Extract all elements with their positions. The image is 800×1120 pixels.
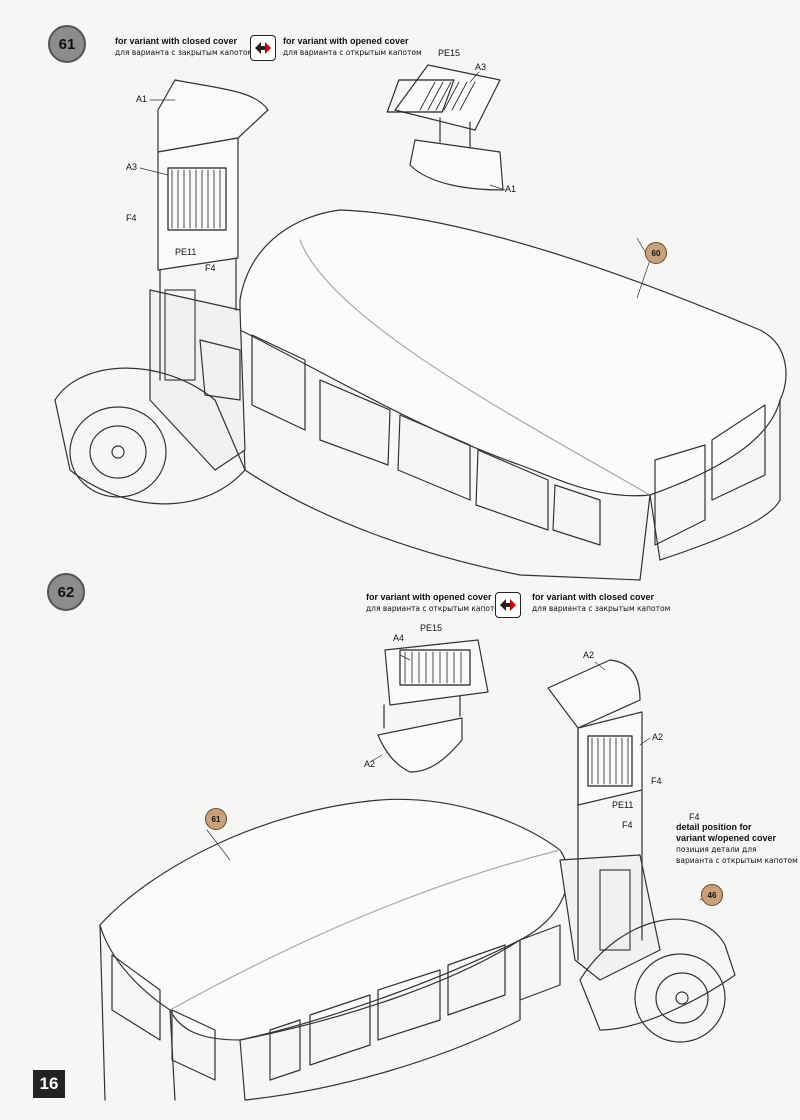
part-label: F4: [205, 263, 216, 273]
caption-en: detail position for: [676, 822, 752, 832]
arrows-icon: [500, 599, 516, 611]
part-label: F4: [651, 776, 662, 786]
part-label: A2: [652, 732, 664, 742]
step-number-badge: 62: [47, 573, 85, 611]
step-number-badge: 61: [48, 25, 86, 63]
part-label: A3: [475, 62, 487, 72]
part-label: F4: [689, 812, 700, 822]
caption-ru: для варианта с открытым капотом: [366, 604, 505, 613]
part-reference-marker: 46: [701, 884, 723, 906]
part-label: A1: [136, 94, 148, 104]
closed-cover-caption: for variant with closed cover для вариан…: [115, 36, 253, 58]
caption-en: for variant with closed cover: [115, 36, 238, 46]
opened-cover-caption: for variant with opened cover для вариан…: [283, 36, 422, 58]
part-label: A1: [505, 184, 517, 194]
detail-position-caption: detail position for variant w/opened cov…: [676, 822, 798, 866]
alternative-variant-icon: [250, 35, 276, 61]
part-label: PE11: [612, 800, 634, 810]
part-label: PE15: [438, 48, 461, 58]
alternative-variant-icon: [495, 592, 521, 618]
part-label: A3: [126, 162, 138, 172]
part-reference-marker: 60: [645, 242, 667, 264]
part-label: F4: [126, 213, 137, 223]
opened-cover-caption: for variant with opened cover для вариан…: [366, 592, 505, 614]
part-label: A2: [583, 650, 595, 660]
caption-en: variant w/opened cover: [676, 833, 777, 843]
caption-ru: варианта с открытым капотом: [676, 856, 798, 865]
part-label: A2: [364, 759, 376, 769]
caption-ru: для варианта с закрытым капотом: [532, 604, 671, 613]
arrows-icon: [255, 42, 271, 54]
closed-cover-caption: for variant with closed cover для вариан…: [532, 592, 670, 614]
part-label: PE11: [175, 247, 197, 257]
caption-en: for variant with opened cover: [283, 36, 409, 46]
caption-ru: для варианта с закрытым капотом: [115, 48, 254, 57]
caption-en: for variant with closed cover: [532, 592, 655, 602]
page-number: 16: [33, 1070, 65, 1098]
part-label: F4: [622, 820, 633, 830]
part-label: PE15: [420, 623, 443, 633]
part-label: A4: [393, 633, 405, 643]
caption-en: for variant with opened cover: [366, 592, 492, 602]
caption-ru: позиция детали для: [676, 845, 757, 854]
caption-ru: для варианта с открытым капотом: [283, 48, 422, 57]
part-reference-marker: 61: [205, 808, 227, 830]
